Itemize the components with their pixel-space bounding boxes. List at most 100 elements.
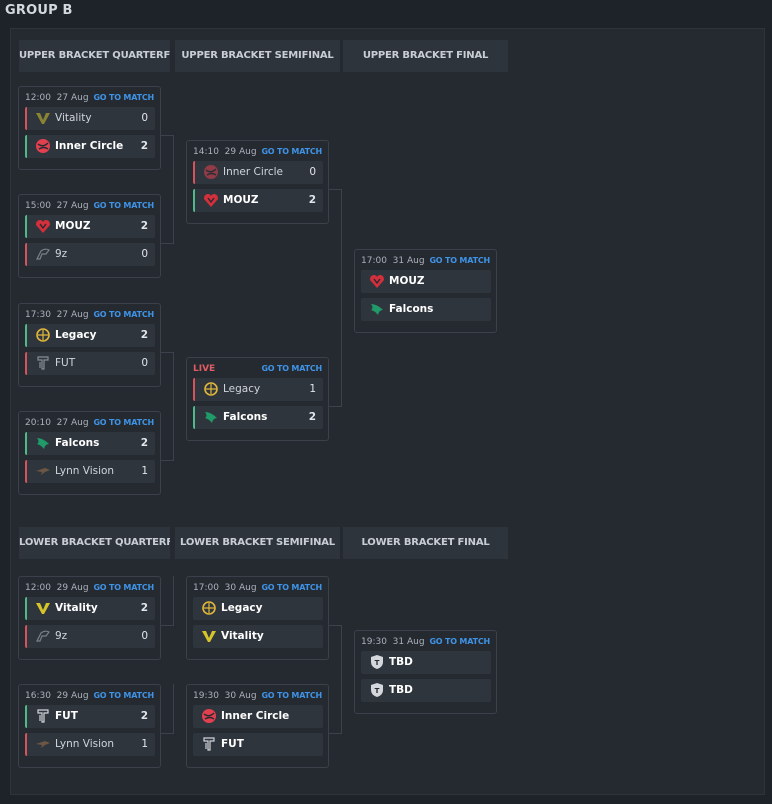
team-name: Legacy [223,383,261,395]
match-time: 12:00 [25,93,51,103]
team-name: 9z [55,630,68,642]
lynn-vision-icon [34,463,52,479]
go-to-match-link[interactable]: GO TO MATCH [93,583,154,592]
svg-text:T: T [375,687,380,695]
team-score: 2 [140,329,148,341]
go-to-match-link[interactable]: GO TO MATCH [93,93,154,102]
team-row[interactable]: FUT [193,733,323,756]
team-name: MOUZ [389,275,425,287]
team-score: 1 [141,465,148,477]
team-row[interactable]: MOUZ 2 [193,189,323,212]
team-score: 2 [140,437,148,449]
go-to-match-link[interactable]: GO TO MATCH [93,418,154,427]
team-name: TBD [389,684,413,696]
team-name: MOUZ [223,194,259,206]
connector-line [329,406,341,407]
match-date: 27 Aug [56,201,89,211]
connector-line [161,460,174,461]
team-score: 0 [141,357,148,369]
match-card[interactable]: 17:00 31 Aug GO TO MATCH MOUZ Falcons [354,249,497,333]
fut-icon [34,355,52,371]
go-to-match-link[interactable]: GO TO MATCH [93,201,154,210]
go-to-match-link[interactable]: GO TO MATCH [93,691,154,700]
team-name: FUT [55,357,76,369]
go-to-match-link[interactable]: GO TO MATCH [261,364,322,373]
team-score: 0 [141,248,148,260]
mouz-icon [34,218,52,234]
team-score: 2 [140,602,148,614]
connector-line [161,625,174,626]
team-row[interactable]: T TBD [361,679,491,702]
match-date: 30 Aug [224,583,257,593]
team-row[interactable]: FUT 0 [25,352,155,375]
team-score: 2 [308,194,316,206]
go-to-match-link[interactable]: GO TO MATCH [429,637,490,646]
team-row[interactable]: Legacy 2 [25,324,155,347]
go-to-match-link[interactable]: GO TO MATCH [261,583,322,592]
match-datetime: 17:30 27 Aug [25,310,89,320]
team-row[interactable]: Legacy [193,597,323,620]
lower-header-0: LOWER BRACKET QUARTERFINAL [19,527,170,559]
team-name: Legacy [55,329,97,341]
team-score: 2 [140,140,148,152]
team-name: Lynn Vision [55,738,115,750]
mouz-icon [368,273,386,289]
team-name: Falcons [223,411,268,423]
go-to-match-link[interactable]: GO TO MATCH [261,147,322,156]
match-time: 19:30 [361,637,387,647]
group-title: GROUP B [5,3,73,18]
connector-line [329,625,341,626]
match-time: 20:10 [25,418,51,428]
match-time: 17:00 [361,256,387,266]
go-to-match-link[interactable]: GO TO MATCH [429,256,490,265]
connector-line [341,625,342,734]
match-time: 17:30 [25,310,51,320]
team-score: 2 [140,710,148,722]
connector-line [173,135,174,244]
team-row[interactable]: Falcons 2 [193,406,323,429]
team-row[interactable]: Falcons [361,298,491,321]
connector-line [161,352,174,353]
9z-icon [34,246,52,262]
match-datetime: 19:30 31 Aug [361,637,425,647]
team-name: Vitality [221,630,264,642]
match-datetime: 20:10 27 Aug [25,418,89,428]
match-datetime: 14:10 29 Aug [193,147,257,157]
go-to-match-link[interactable]: GO TO MATCH [93,310,154,319]
team-name: MOUZ [55,220,91,232]
go-to-match-link[interactable]: GO TO MATCH [261,691,322,700]
team-score: 2 [308,411,316,423]
match-date: 27 Aug [56,418,89,428]
match-date: 31 Aug [392,256,425,266]
upper-header-1: UPPER BRACKET SEMIFINAL [175,40,340,72]
tbd-icon: T [368,682,386,698]
team-row[interactable]: Inner Circle [193,705,323,728]
team-name: Falcons [389,303,434,315]
team-row[interactable]: Vitality [193,625,323,648]
team-row[interactable]: MOUZ [361,270,491,293]
